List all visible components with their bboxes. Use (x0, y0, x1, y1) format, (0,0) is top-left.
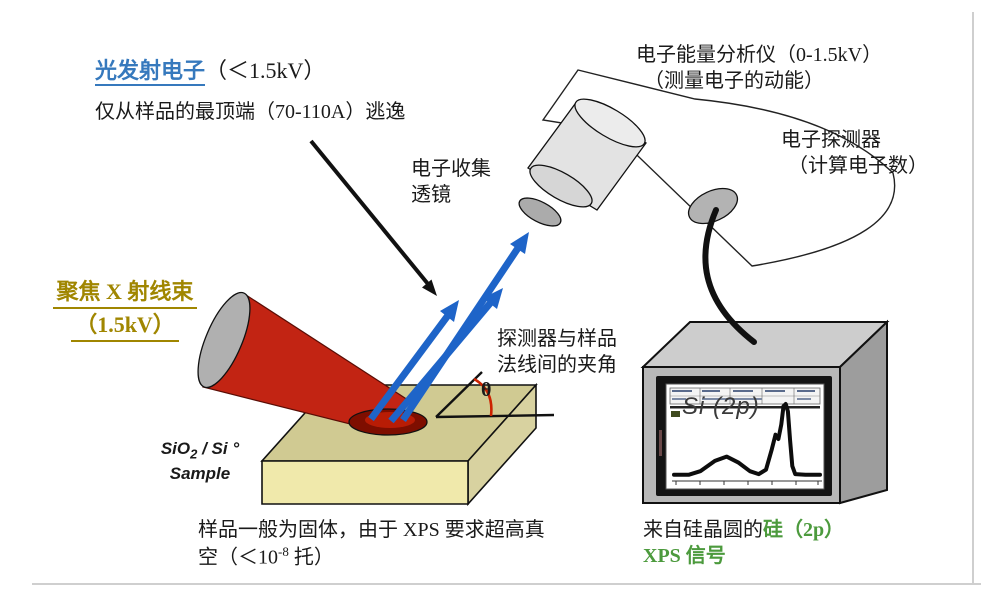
electron-arrows (368, 232, 529, 424)
page-right-edge (972, 12, 974, 583)
angle-marker (435, 371, 555, 419)
photoemitted-electrons-title: 光发射电子 (95, 58, 206, 86)
theta-symbol: θ (481, 379, 492, 401)
xps-signal-label: 来自硅晶圆的硅（2p） XPS 信号 (643, 517, 844, 570)
black-pointer-arrow (309, 139, 437, 296)
sample-label: SiO2 / Si ° Sample (138, 438, 262, 484)
xray-beam-title: 聚焦 X 射线束 (52, 277, 198, 310)
analyzer-label-line1: 电子能量分析仪（0-1.5kV） (636, 44, 883, 66)
vacuum-note-line1: 样品一般为固体，由于 XPS 要求超高真 (198, 519, 545, 541)
angle-label-line1: 探测器与样品 (497, 328, 617, 350)
screen-header-strip (669, 387, 821, 417)
collection-lens-label: 电子收集 透镜 (411, 156, 491, 209)
photoemitted-electrons-voltage: （＜1.5kV） (205, 58, 326, 83)
detector-label: 电子探测器 （计算电子数） (781, 127, 928, 180)
electron-arrow (400, 232, 529, 422)
signal-label-line2: XPS 信号 (643, 545, 726, 568)
detector-label-line1: 电子探测器 (781, 129, 881, 151)
sample-word: Sample (169, 463, 231, 483)
angle-label-line2: 法线间的夹角 (497, 354, 617, 377)
xray-beam-voltage: （1.5kV） (71, 310, 179, 343)
analyzer-label-line2: （测量电子的动能） (644, 70, 824, 93)
sample-front-face (261, 460, 469, 505)
screen-xaxis (672, 480, 822, 485)
photoemitted-electrons-label: 光发射电子（＜1.5kV） (95, 56, 326, 86)
screen-spectrum-title: Si (2p) (682, 393, 760, 420)
detector-label-line2: （计算电子数） (788, 155, 928, 178)
detector-port-graphic (687, 187, 739, 225)
signal-label-line1: 来自硅晶圆的硅（2p） (643, 519, 845, 541)
screen-yaxis-label (659, 430, 662, 456)
xray-source-cap (197, 291, 251, 389)
monitor-graphic (640, 319, 890, 505)
vacuum-note: 样品一般为固体，由于 XPS 要求超高真 空（＜10-8 托） (198, 517, 545, 571)
takeoff-angle-label: 探测器与样品 法线间的夹角 (497, 326, 617, 379)
xray-beam-label: 聚焦 X 射线束 （1.5kV） (26, 277, 224, 343)
analyzer-label: 电子能量分析仪（0-1.5kV） （测量电子的动能） (636, 42, 882, 95)
analyzer-body-graphic (541, 69, 896, 267)
electron-arrow (368, 300, 459, 422)
detector-cable (702, 207, 757, 345)
lens-label-line1: 电子收集 (411, 158, 491, 180)
vacuum-note-line2: 空（＜10-8 托） (198, 544, 334, 570)
lens-label-line2: 透镜 (411, 184, 451, 207)
collection-lens-graphic (518, 98, 647, 227)
escape-depth-note: 仅从样品的最顶端（70-110A）逃逸 (95, 101, 406, 123)
screen-spectrum-curve (672, 402, 822, 477)
sample-formula: SiO2 / Si ° (160, 439, 240, 462)
page-bottom-edge (32, 583, 981, 585)
